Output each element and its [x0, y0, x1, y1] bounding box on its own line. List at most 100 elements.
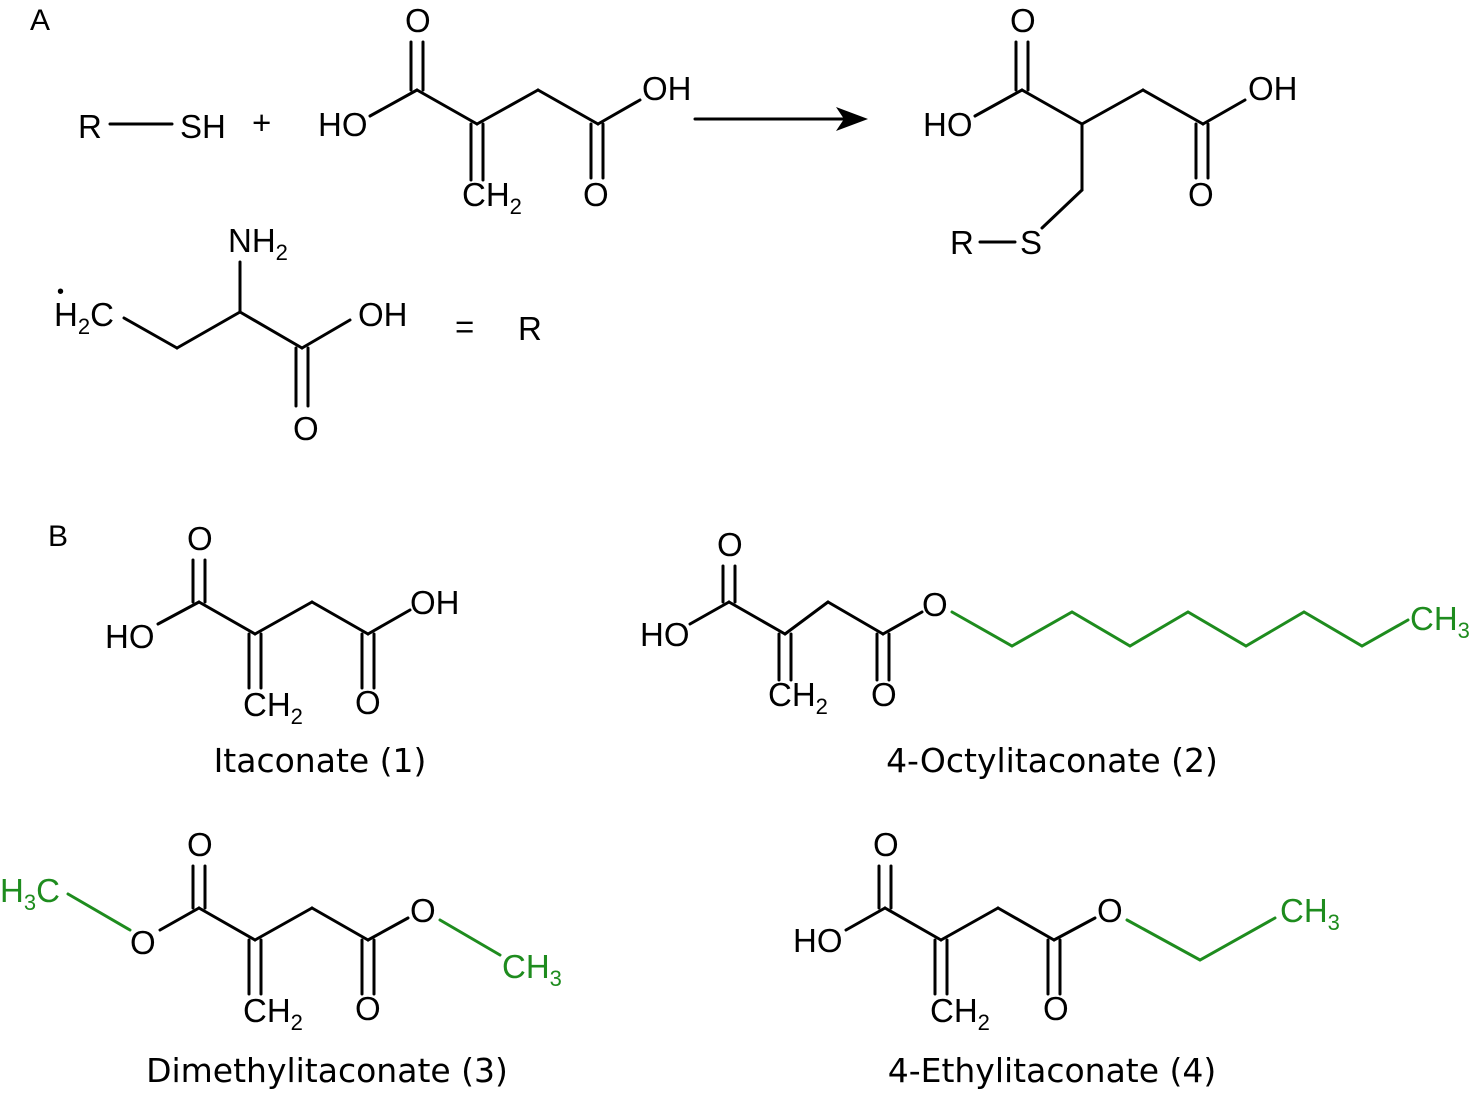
- atom-ch3: CH3: [502, 948, 562, 991]
- atom-o: O: [187, 520, 213, 557]
- r-group-definition: • H2C NH2 OH O = R: [54, 222, 542, 447]
- atom-r: R: [518, 310, 542, 347]
- atom-o: O: [187, 826, 213, 863]
- 4-octylitaconate-structure: O HO CH2 O O CH3: [640, 526, 1470, 719]
- bond-c-ch2: [783, 600, 830, 636]
- thioether-product: O HO O OH S R: [923, 2, 1298, 261]
- bond-c-o2: [366, 916, 410, 942]
- bond-ch2-c: [1141, 88, 1205, 126]
- atom-oh: OH: [358, 296, 408, 333]
- bond-c-ch2: [1080, 88, 1145, 126]
- bond-c-c: [883, 906, 943, 942]
- bond-c-oh: [300, 318, 352, 350]
- atom-o-ester: O: [130, 924, 156, 961]
- 4-ethylitaconate-structure: O HO CH2 O O CH3: [793, 826, 1340, 1035]
- bond-c-oh: [368, 88, 419, 118]
- panel-label-a: A: [30, 4, 50, 37]
- atom-o: O: [1043, 990, 1069, 1027]
- bond-o-ch3-2: [438, 918, 502, 957]
- atom-o: O: [293, 410, 319, 447]
- thiol-reactant: R SH: [78, 108, 226, 145]
- bond-c-c: [1020, 88, 1084, 126]
- atom-o: O: [873, 826, 899, 863]
- bond-ch2-c: [996, 906, 1056, 942]
- atom-ch2: CH2: [768, 676, 828, 719]
- bond-c-o: [1052, 916, 1097, 942]
- bond-ch-c: [175, 310, 242, 350]
- bond-c-cooh: [238, 310, 304, 350]
- atom-h2c: H2C: [54, 296, 114, 339]
- bond-c-oh: [688, 600, 731, 626]
- atom-ch3: CH3: [1410, 600, 1470, 643]
- reaction-arrow: [693, 107, 868, 131]
- compound-1-name: Itaconate (1): [214, 741, 427, 780]
- bond-c-c: [197, 600, 257, 636]
- atom-o: O: [583, 176, 609, 213]
- atom-o-ester2: O: [410, 892, 436, 929]
- plus-sign: +: [252, 104, 271, 141]
- compound-2-name: 4-Octylitaconate (2): [886, 741, 1218, 780]
- atom-ch2: CH2: [930, 992, 990, 1035]
- atom-nh2: NH2: [228, 222, 288, 265]
- bond-c-c: [415, 88, 479, 126]
- compound-4-name: 4-Ethylitaconate (4): [888, 1051, 1217, 1090]
- ethyl-chain: [1125, 916, 1277, 962]
- atom-ho: HO: [640, 616, 690, 653]
- atom-oh: OH: [1248, 70, 1298, 107]
- bond-c-ch2: [253, 906, 314, 942]
- atom-o: O: [1010, 2, 1036, 39]
- atom-oh: OH: [410, 584, 460, 621]
- atom-r: R: [78, 108, 102, 145]
- arrow-head: [836, 107, 868, 131]
- bond-ch2-c: [310, 600, 370, 636]
- bond-ch2-c: [826, 600, 885, 636]
- bond-ch2-c: [310, 906, 370, 942]
- bond-c-oh2: [366, 608, 412, 636]
- bond-c-oh: [973, 88, 1024, 118]
- dimethylitaconate-structure: O O H3C CH2 O O CH3: [0, 826, 562, 1035]
- equals-sign: =: [455, 308, 474, 345]
- atom-ho: HO: [923, 106, 973, 143]
- bond-c-o: [881, 610, 924, 636]
- atom-ch3: CH3: [1280, 892, 1340, 935]
- octyl-chain: [950, 610, 1410, 648]
- atom-ho: HO: [318, 106, 368, 143]
- atom-o: O: [405, 2, 431, 39]
- atom-ch2: CH2: [243, 992, 303, 1035]
- bond-c-ch2: [475, 88, 540, 126]
- atom-o: O: [355, 990, 381, 1027]
- atom-s: S: [1020, 224, 1042, 261]
- itaconate-structure: O HO CH2 O OH: [105, 520, 460, 729]
- radical-dot: •: [57, 281, 64, 303]
- itaconic-acid-reactant: O HO CH2 O OH: [318, 2, 692, 219]
- panel-label-b: B: [48, 520, 68, 553]
- bond-c-c: [197, 906, 257, 942]
- bond-c-oh2: [1201, 98, 1247, 126]
- bond-c-o: [158, 906, 201, 932]
- bond-c-oh2: [596, 98, 642, 126]
- bond-c-ch2: [253, 600, 314, 636]
- atom-ch2: CH2: [462, 176, 522, 219]
- atom-o: O: [717, 526, 743, 563]
- atom-o-ester: O: [922, 586, 948, 623]
- bond-c-ch2: [939, 906, 1000, 942]
- bond-o-ch3: [66, 892, 132, 932]
- bond-c-c: [727, 600, 787, 636]
- atom-h3c: H3C: [0, 872, 60, 915]
- atom-ho: HO: [105, 618, 155, 655]
- atom-o: O: [1188, 176, 1214, 213]
- atom-oh: OH: [642, 70, 692, 107]
- bond-c-oh: [156, 600, 201, 626]
- bond-ch2-s: [1040, 188, 1084, 230]
- atom-r: R: [950, 224, 974, 261]
- atom-o: O: [871, 676, 897, 713]
- atom-o: O: [355, 684, 381, 721]
- atom-ho: HO: [793, 922, 843, 959]
- bond-c-oh: [844, 906, 887, 932]
- compound-3-name: Dimethylitaconate (3): [146, 1051, 508, 1090]
- atom-o-ester: O: [1097, 892, 1123, 929]
- atom-sh: SH: [180, 108, 226, 145]
- bond-ch2-c: [536, 88, 600, 126]
- bond-c-ch: [122, 316, 179, 350]
